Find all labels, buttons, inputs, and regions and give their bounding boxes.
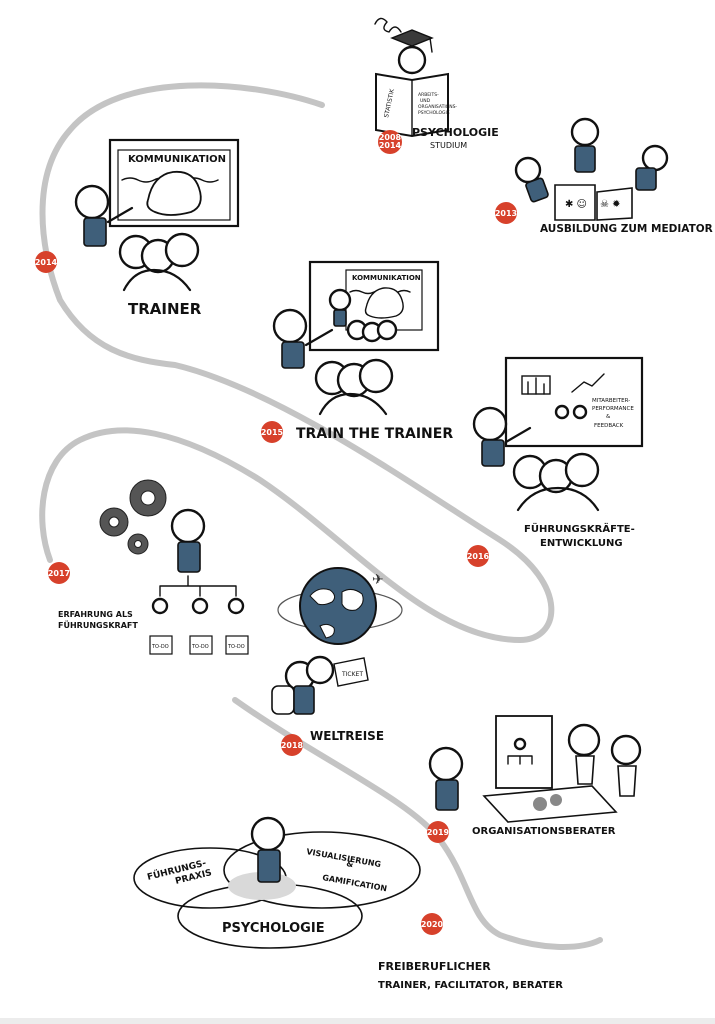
year-badge-2019 [427,821,449,843]
book-right-line-2: UND [420,98,431,104]
trend-arrow-icon [571,373,605,393]
milestone-label-train-the-trainer: TRAIN THE TRAINER [296,426,453,442]
year-badge-text: 2019 [427,828,450,837]
skills-venn-diagram: FÜHRUNGS- PRAXIS VISUALISIERUNG & GAMIFI… [133,816,421,949]
milestone-label-fuehrungskraefte: FÜHRUNGSKRÄFTE- [524,521,635,535]
trainer-scene: KOMMUNIKATION 2014 TRAINER [35,138,240,318]
year-badge-text: 2015 [261,428,284,437]
psychology-study-scene: STATISTIK ARBEITS- UND ORGANISATIONS- PS… [374,17,499,154]
freelancer-milestone: 2020 FREIBERUFLICHER TRAINER, FACILITATO… [378,913,563,991]
feedback-line-3: & [606,414,611,420]
venn-label-visual-3: GAMIFICATION [322,873,388,893]
org-item: TO-DO [227,644,245,650]
presentation-board [504,356,644,448]
iceberg-icon [146,170,202,216]
graduation-cap-icon [390,29,434,53]
year-badge-2016 [467,545,489,567]
milestone-label-trainer: TRAINER [128,300,202,318]
year-badge-text: 2016 [467,552,490,561]
year-badge-2017 [48,562,70,584]
bottom-bar [0,1018,715,1024]
iceberg-icon [364,287,404,319]
org-chart-lines [159,575,237,597]
thinking-squiggle-icon [374,17,402,33]
year-badge-2020 [421,913,443,935]
venn-visual [223,831,421,909]
leadership-development-scene: MITARBEITER- PERFORMANCE & FEEDBACK 2016… [467,356,644,567]
milestone-label-psychologie: PSYCHOLOGIE [412,126,499,139]
org-item: TO-DO [191,644,209,650]
org-item: TO-DO [151,644,169,650]
year-badge-2013 [495,202,517,224]
backpack-icon [271,685,295,715]
gears-icon [99,479,167,555]
year-badge-text-2014: 2014 [379,141,402,150]
timeline-path [39,82,603,950]
flipchart-icon [495,715,553,789]
speech-bubble-right [596,187,633,221]
year-badge-2014 [35,251,57,273]
mediator-scene: ✱ ☺ ☠ ✹ 2013 AUSBILDUNG ZUM MEDIATOR [495,117,713,235]
milestone-label-roles: TRAINER, FACILITATOR, BERATER [378,980,563,991]
airplane-icon: ✈ [372,572,384,588]
book-right-line-1: ARBEITS- [418,92,439,98]
year-badge-2018 [281,734,303,756]
table-mat [482,785,618,823]
milestone-label-organisationsberater: ORGANISATIONSBERATER [472,826,616,837]
milestone-label-freiberuflicher: FREIBERUFLICHER [378,960,491,973]
speech-bubble-left [554,184,596,221]
venn-label-visual-2: & [346,859,354,869]
feedback-line-4: FEEDBACK [594,423,624,429]
feedback-line-1: MITARBEITER- [592,398,630,404]
bar-chart-icon [521,375,551,395]
venn-label-visual-1: VISUALISIERUNG [306,847,382,869]
book-right-line-3: ORGANISATIONS- [418,104,457,110]
milestone-label-fuehrungskraft: FÜHRUNGSKRAFT [58,620,138,630]
feedback-line-2: PERFORMANCE [592,406,634,412]
train-the-trainer-scene: KOMMUNIKATION 2015 TRAIN THE TRAINER [261,260,453,443]
venn-label-psychologie: PSYCHOLOGIE [222,921,325,936]
ticket-icon [333,657,369,687]
year-badge-2008-2014 [378,130,402,154]
board-title: KOMMUNIKATION [352,274,421,282]
milestone-label-erfahrung: ERFAHRUNG ALS [58,610,133,619]
year-badge-text: 2014 [35,258,58,267]
milestone-label-studium: STUDIUM [430,141,467,150]
year-badge-text: 2013 [495,209,517,218]
student-head [397,45,427,75]
milestone-label-entwicklung: ENTWICKLUNG [540,538,623,549]
leader-experience-scene: TO-DO TO-DO TO-DO 2017 ERFAHRUNG ALS FÜH… [48,479,249,655]
year-badge-text: 2017 [48,569,70,578]
year-badge-text-2008: 2008 [379,133,402,142]
year-badge-text: 2018 [281,741,304,750]
org-consultant-scene: 2019 ORGANISATIONSBERATER [427,715,642,843]
milestone-label-mediator: AUSBILDUNG ZUM MEDIATOR [540,223,713,235]
world-trip-scene: ✈ TICKET 2018 WELTREISE [271,567,403,756]
year-badge-text: 2020 [421,920,444,929]
board-title: KOMMUNIKATION [128,154,226,165]
skull-symbols-icon: ☠ ✹ [600,199,621,210]
book-right-line-4: PSYCHOLOGIE [418,110,450,116]
year-badge-2015 [261,421,283,443]
ticket-text: TICKET [341,671,363,678]
milestone-label-weltreise: WELTREISE [310,729,384,743]
angry-symbols-icon: ✱ ☺ [565,199,587,210]
globe-icon [299,567,377,645]
